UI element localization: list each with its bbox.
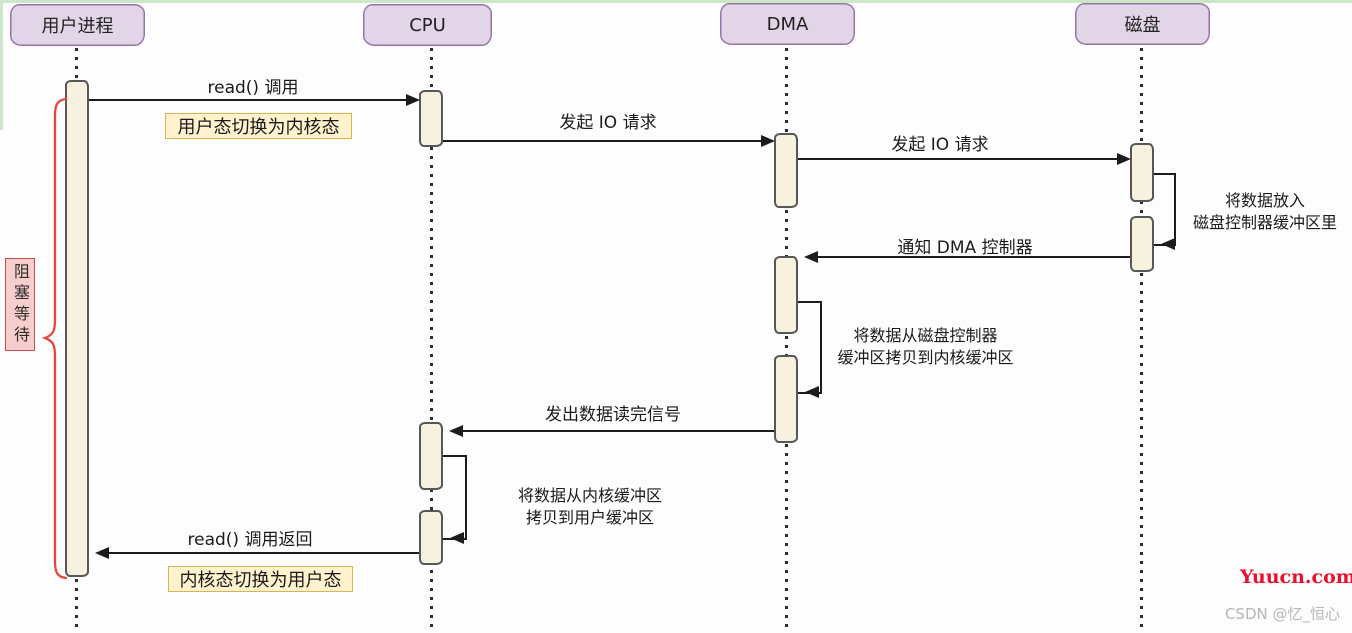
msg-io-request-2-label: 发起 IO 请求 — [891, 135, 989, 155]
top-edge-tint — [0, 0, 1352, 3]
msg-read-return-line — [103, 552, 419, 554]
msg-io-request-1-line — [443, 140, 762, 142]
actor-disk-label: 磁盘 — [1124, 15, 1161, 36]
cpu-loop-label-line2: 拷贝到用户缓冲区 — [525, 508, 654, 527]
lifeline-disk — [1140, 48, 1143, 633]
msg-read-call-line — [89, 99, 407, 101]
lifeline-cpu — [430, 48, 433, 633]
blocking-wait-box: 阻塞等待 — [5, 258, 35, 351]
actor-user-process-label: 用户进程 — [41, 16, 114, 37]
cpu-loop-label-line1: 将数据从内核缓冲区 — [517, 486, 662, 505]
activation-bar-cpu-1 — [419, 90, 443, 147]
msg-io-request-2-line — [798, 158, 1117, 160]
arrowhead-right-icon — [1117, 153, 1137, 165]
arrowhead-left-icon — [799, 386, 819, 398]
disk-loop-label-line2: 磁盘控制器缓冲区里 — [1192, 213, 1337, 232]
actor-user-process: 用户进程 — [10, 4, 145, 46]
note-kernel-to-user: 内核态切换为用户态 — [168, 566, 353, 592]
arrowhead-right-icon — [761, 135, 781, 147]
note-user-to-kernel: 用户态切换为内核态 — [165, 113, 352, 139]
watermark-site: Yuucn.com — [1240, 566, 1352, 588]
arrowhead-left-icon — [1155, 238, 1175, 250]
dma-loop-label-line1: 将数据从磁盘控制器 — [853, 326, 998, 345]
arrowhead-left-icon — [798, 251, 818, 263]
left-edge-tint — [0, 0, 3, 130]
activation-bar-dma-3 — [774, 355, 798, 443]
lifeline-dma — [785, 48, 788, 633]
dma-loop-label-line2: 缓冲区拷贝到内核缓冲区 — [837, 348, 1014, 367]
arrowhead-left-icon — [443, 425, 463, 437]
actor-dma: DMA — [720, 3, 855, 45]
arrowhead-right-icon — [406, 94, 426, 106]
activation-bar-cpu-2 — [419, 422, 443, 490]
msg-notify-dma-line — [812, 256, 1130, 258]
arrowhead-left-icon — [444, 532, 464, 544]
disk-self-loop — [1154, 173, 1176, 246]
msg-read-call-label: read() 调用 — [207, 78, 299, 98]
blocking-wait-label: 阻塞等待 — [11, 262, 30, 347]
msg-data-done-label: 发出数据读完信号 — [545, 405, 681, 425]
disk-loop-label: 将数据放入 磁盘控制器缓冲区里 — [1185, 190, 1345, 234]
cpu-loop-label: 将数据从内核缓冲区 拷贝到用户缓冲区 — [490, 485, 690, 529]
blocking-brace — [41, 97, 68, 580]
activation-bar-disk-2 — [1130, 216, 1154, 272]
activation-bar-disk-1 — [1130, 143, 1154, 202]
msg-io-request-1-label: 发起 IO 请求 — [559, 113, 657, 133]
activation-bar-user — [65, 80, 89, 577]
activation-bar-dma-2 — [774, 256, 798, 334]
activation-bar-dma-1 — [774, 133, 798, 208]
dma-loop-label: 将数据从磁盘控制器 缓冲区拷贝到内核缓冲区 — [833, 325, 1018, 369]
note-kernel-to-user-label: 内核态切换为用户态 — [179, 570, 342, 591]
cpu-self-loop — [443, 455, 467, 540]
actor-dma-label: DMA — [766, 13, 809, 35]
disk-loop-label-line1: 将数据放入 — [1224, 191, 1305, 210]
activation-bar-cpu-3 — [419, 510, 443, 565]
arrowhead-left-icon — [89, 547, 109, 559]
note-user-to-kernel-label: 用户态切换为内核态 — [177, 117, 340, 138]
msg-notify-dma-label: 通知 DMA 控制器 — [897, 238, 1033, 258]
watermark-author: CSDN @忆_恒心 — [1224, 605, 1340, 623]
actor-disk: 磁盘 — [1075, 3, 1210, 45]
msg-read-return-label: read() 调用返回 — [187, 530, 313, 550]
msg-data-done-line — [457, 430, 774, 432]
dma-self-loop — [798, 301, 822, 394]
actor-cpu-label: CPU — [409, 14, 446, 36]
actor-cpu: CPU — [363, 4, 492, 46]
